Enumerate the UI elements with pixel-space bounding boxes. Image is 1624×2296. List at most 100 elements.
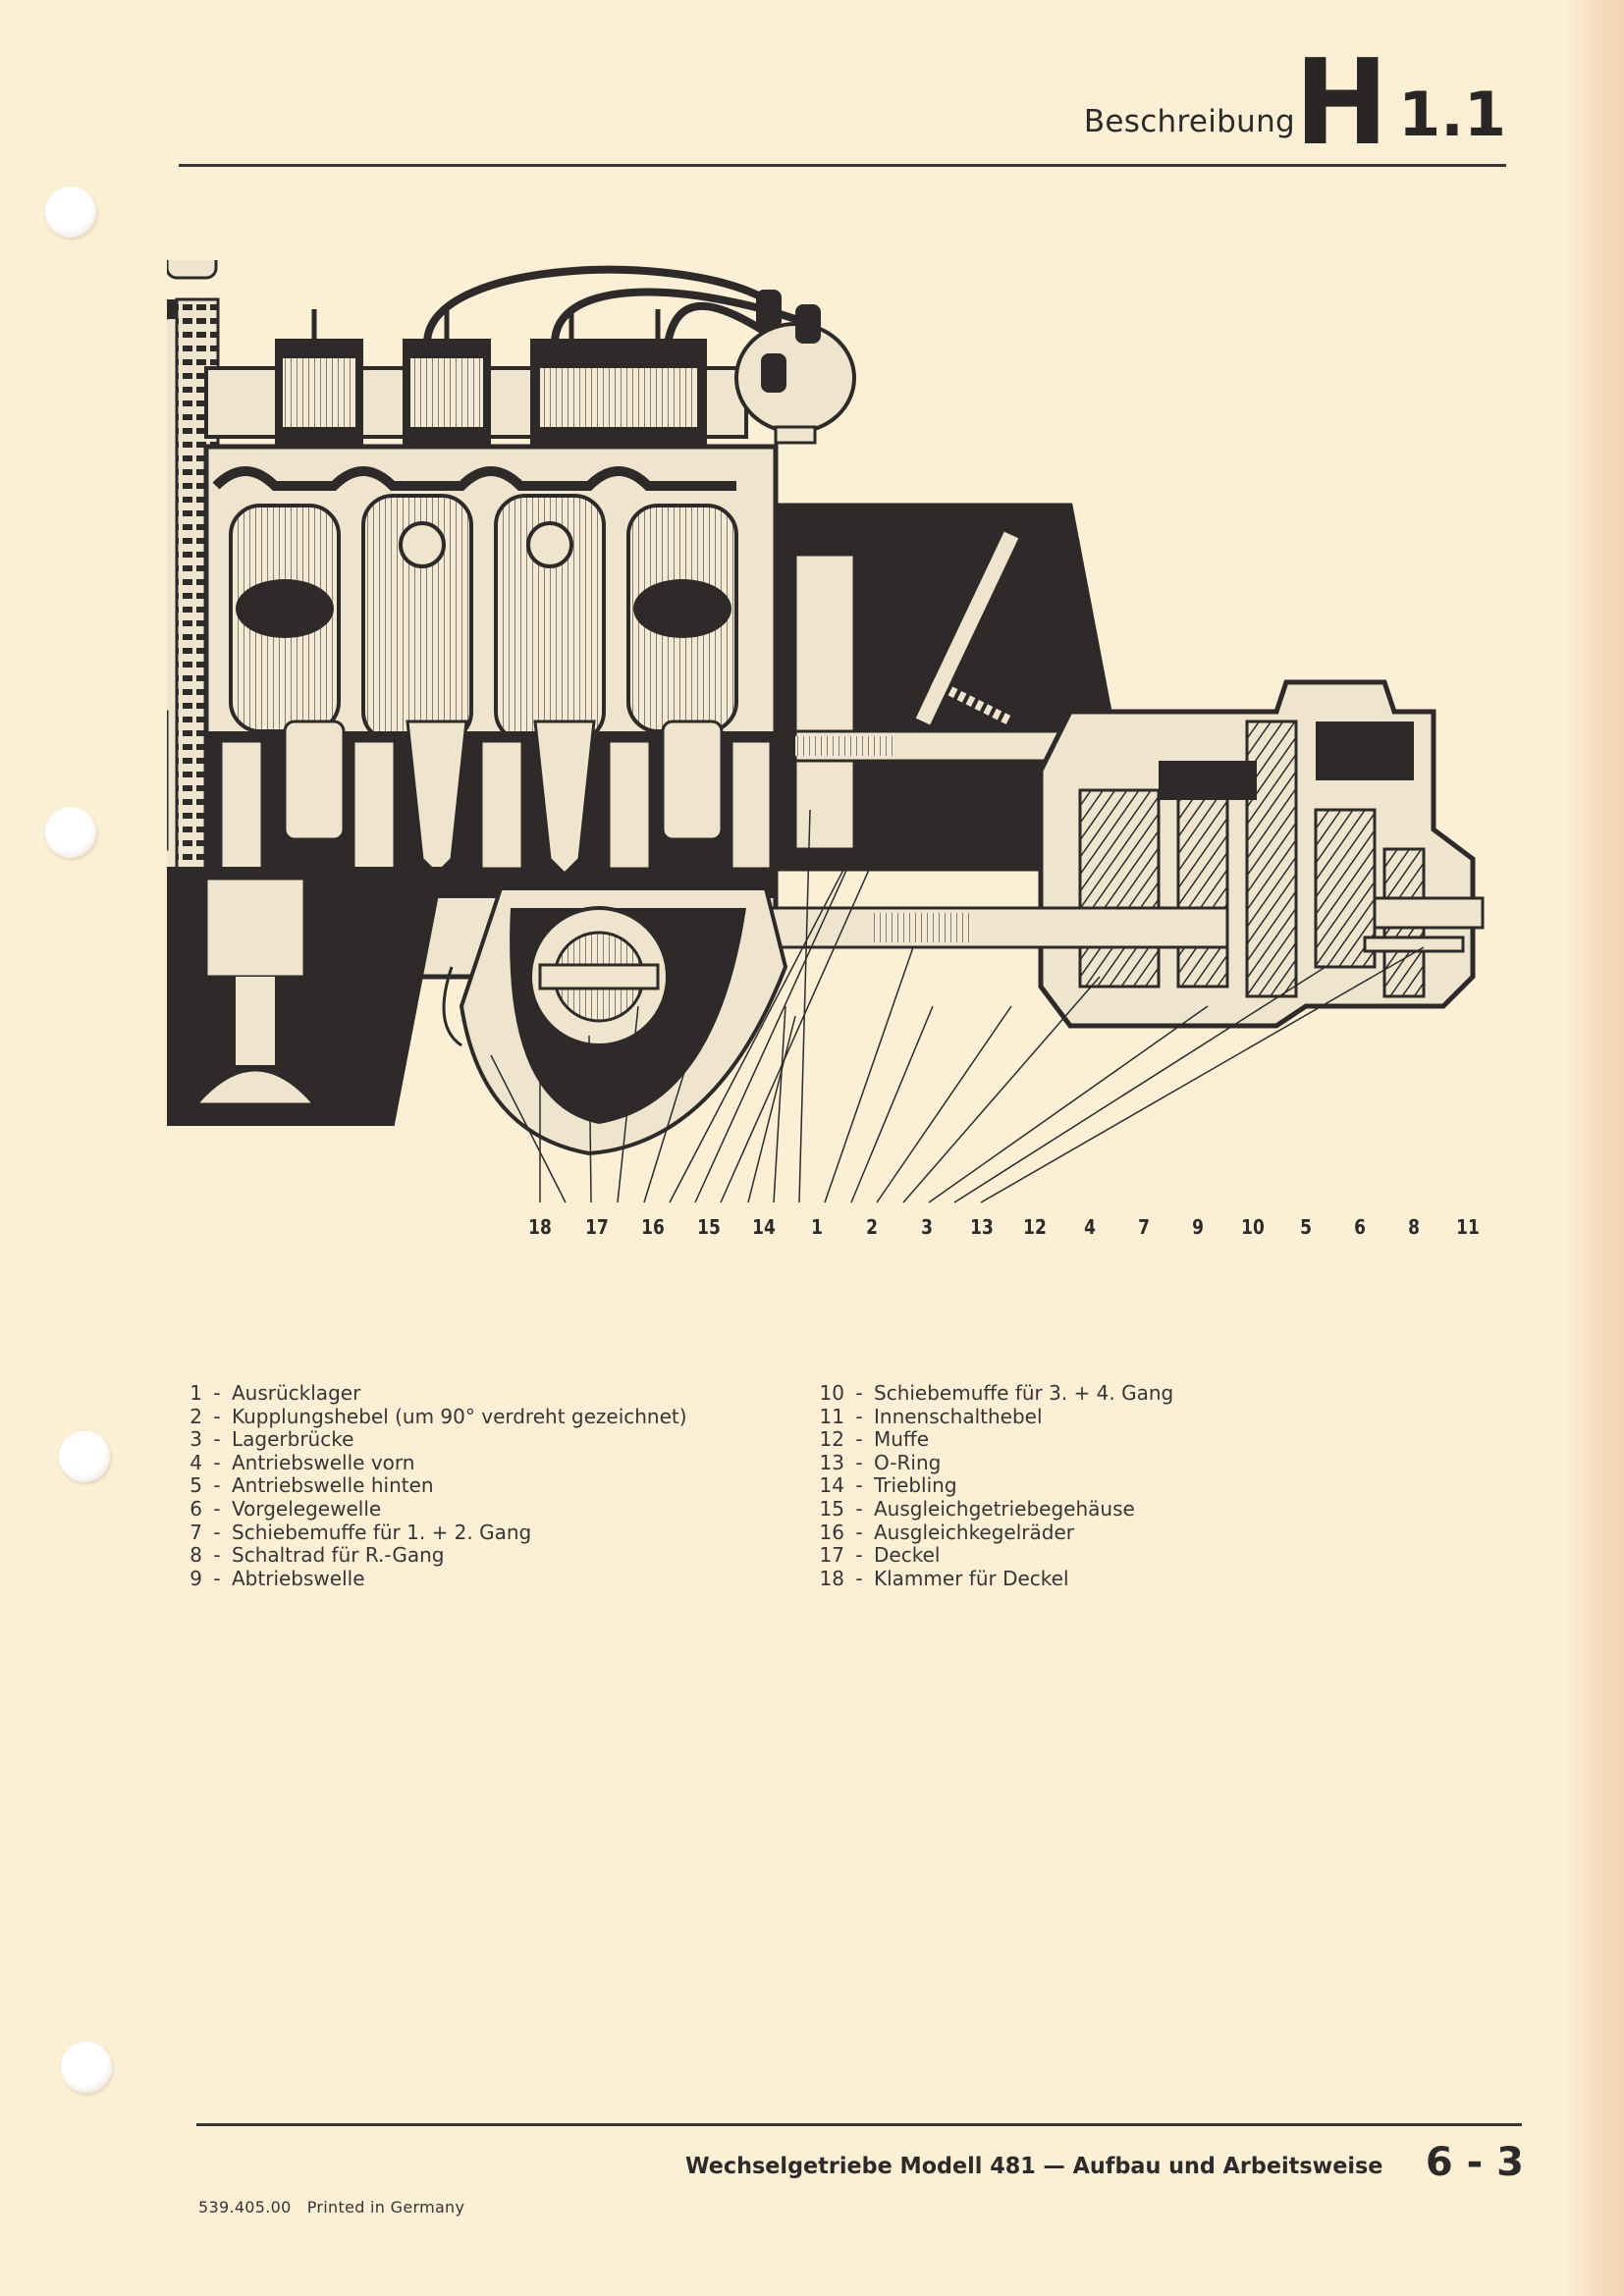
- legend-text: Schaltrad für R.-Gang: [232, 1543, 445, 1568]
- page-header: Beschreibung H 1.1: [179, 39, 1506, 167]
- legend-item: 3-Lagerbrücke: [189, 1427, 687, 1452]
- legend-number: 10: [819, 1381, 844, 1405]
- distributor: [734, 290, 856, 445]
- callout-number: 6: [1354, 1215, 1366, 1239]
- piston-1: [229, 504, 341, 733]
- legend-item: 8-Schaltrad für R.-Gang: [189, 1543, 687, 1568]
- legend-item: 11-Innenschalthebel: [819, 1404, 1173, 1429]
- legend-text: Lagerbrücke: [232, 1427, 354, 1452]
- legend-item: 16-Ausgleichkegelräder: [819, 1520, 1173, 1545]
- legend-number: 14: [819, 1473, 844, 1498]
- legend-item: 12-Muffe: [819, 1427, 1173, 1452]
- legend-item: 4-Antriebswelle vorn: [189, 1450, 687, 1475]
- callout-number: 1: [811, 1215, 823, 1239]
- callout-number: 10: [1241, 1215, 1265, 1239]
- output-shaft: [715, 896, 1485, 953]
- legend-number: 5: [189, 1473, 202, 1498]
- legend-item: 1-Ausrücklager: [189, 1381, 687, 1406]
- legend-number: 6: [189, 1496, 202, 1521]
- legend-separator: -: [855, 1496, 863, 1521]
- legend-number: 16: [819, 1520, 844, 1544]
- callout-number: 4: [1084, 1215, 1096, 1239]
- callout-number: 16: [641, 1215, 665, 1239]
- legend-item: 10-Schiebemuffe für 3. + 4. Gang: [819, 1381, 1174, 1406]
- clutch-housing: [773, 503, 1112, 872]
- header-rule: [179, 164, 1506, 167]
- legend-number: 1: [189, 1381, 202, 1405]
- page-number: 6 - 3: [1425, 2140, 1524, 2185]
- callout-number: 18: [528, 1215, 552, 1239]
- legend-number: 4: [189, 1450, 202, 1474]
- legend-left-column: 1-Ausrücklager 2-Kupplungshebel (um 90° …: [189, 1381, 687, 1591]
- legend-separator: -: [213, 1520, 221, 1544]
- legend-number: 9: [189, 1566, 202, 1590]
- legend-text: Schiebemuffe für 3. + 4. Gang: [874, 1381, 1174, 1405]
- legend-item: 2-Kupplungshebel (um 90° verdreht gezeic…: [189, 1404, 687, 1429]
- legend-text: Triebling: [874, 1473, 957, 1498]
- legend-text: Innenschalthebel: [874, 1404, 1043, 1428]
- footer-title: Wechselgetriebe Modell 481 — Aufbau und …: [684, 2154, 1382, 2179]
- punch-hole: [45, 807, 96, 858]
- legend-item: 6-Vorgelegewelle: [189, 1496, 687, 1522]
- leader-lines: [490, 770, 1425, 1203]
- legend-separator: -: [855, 1566, 863, 1590]
- piston-3: [494, 494, 606, 743]
- footer-rule: [196, 2123, 1522, 2126]
- legend-item: 13-O-Ring: [819, 1450, 1173, 1475]
- oil-sump: [167, 867, 445, 1126]
- legend-separator: -: [855, 1473, 863, 1498]
- legend-text: O-Ring: [874, 1450, 942, 1474]
- legend-separator: -: [855, 1427, 863, 1452]
- figure-callout-numbers: 18 17 16 15 14 1 2 3 13 12 4 7 9 10 5 6 …: [511, 1215, 1551, 1245]
- chapter-number: 1.1: [1398, 79, 1506, 150]
- legend-number: 7: [189, 1520, 202, 1544]
- rocker-cover: [204, 309, 748, 447]
- legend-text: Muffe: [874, 1427, 930, 1452]
- legend-number: 15: [819, 1496, 844, 1521]
- legend-text: Ausrücklager: [232, 1381, 361, 1405]
- pistons: [229, 494, 738, 743]
- document-code: 539.405.00 Printed in Germany: [198, 2198, 465, 2216]
- legend-text: Vorgelegewelle: [232, 1496, 382, 1521]
- legend-text: Abtriebswelle: [232, 1566, 365, 1590]
- legend-text: Antriebswelle vorn: [232, 1450, 415, 1474]
- legend-text: Antriebswelle hinten: [232, 1473, 434, 1498]
- legend-number: 12: [819, 1427, 844, 1452]
- legend-text: Ausgleichgetriebegehäuse: [874, 1496, 1135, 1521]
- callout-number: 15: [697, 1215, 721, 1239]
- piston-2: [361, 494, 473, 743]
- legend-separator: -: [213, 1450, 221, 1474]
- section-label: Beschreibung: [1083, 104, 1295, 139]
- legend-item: 17-Deckel: [819, 1543, 1173, 1568]
- callout-number: 11: [1456, 1215, 1480, 1239]
- legend-separator: -: [855, 1543, 863, 1568]
- legend-right-column: 10-Schiebemuffe für 3. + 4. Gang 11-Inne…: [819, 1381, 1174, 1590]
- legend-number: 2: [189, 1404, 202, 1428]
- legend-separator: -: [855, 1381, 863, 1405]
- legend-number: 13: [819, 1450, 844, 1474]
- punch-hole: [45, 187, 96, 238]
- legend-separator: -: [213, 1427, 221, 1452]
- chapter-letter: H: [1294, 35, 1388, 172]
- legend-separator: -: [213, 1404, 221, 1428]
- legend-separator: -: [213, 1566, 221, 1590]
- callout-number: 2: [866, 1215, 878, 1239]
- legend-item: 15-Ausgleichgetriebegehäuse: [819, 1496, 1173, 1522]
- piston-4: [626, 504, 738, 733]
- legend-item: 14-Triebling: [819, 1474, 1173, 1498]
- ignition-leads: [423, 265, 799, 347]
- legend-separator: -: [213, 1496, 221, 1521]
- legend-text: Deckel: [874, 1543, 941, 1568]
- callout-number: 5: [1300, 1215, 1312, 1239]
- crankshaft: [167, 710, 776, 898]
- legend-number: 3: [189, 1427, 202, 1452]
- legend-item: 9-Abtriebswelle: [189, 1566, 687, 1591]
- legend-number: 17: [819, 1543, 844, 1568]
- callout-number: 3: [921, 1215, 933, 1239]
- legend-separator: -: [855, 1450, 863, 1474]
- gearbox-casing: [1038, 679, 1476, 1029]
- legend-text: Kupplungshebel (um 90° verdreht gezeichn…: [232, 1404, 687, 1428]
- callout-number: 17: [585, 1215, 609, 1239]
- callout-number: 12: [1023, 1215, 1047, 1239]
- callout-number: 14: [752, 1215, 776, 1239]
